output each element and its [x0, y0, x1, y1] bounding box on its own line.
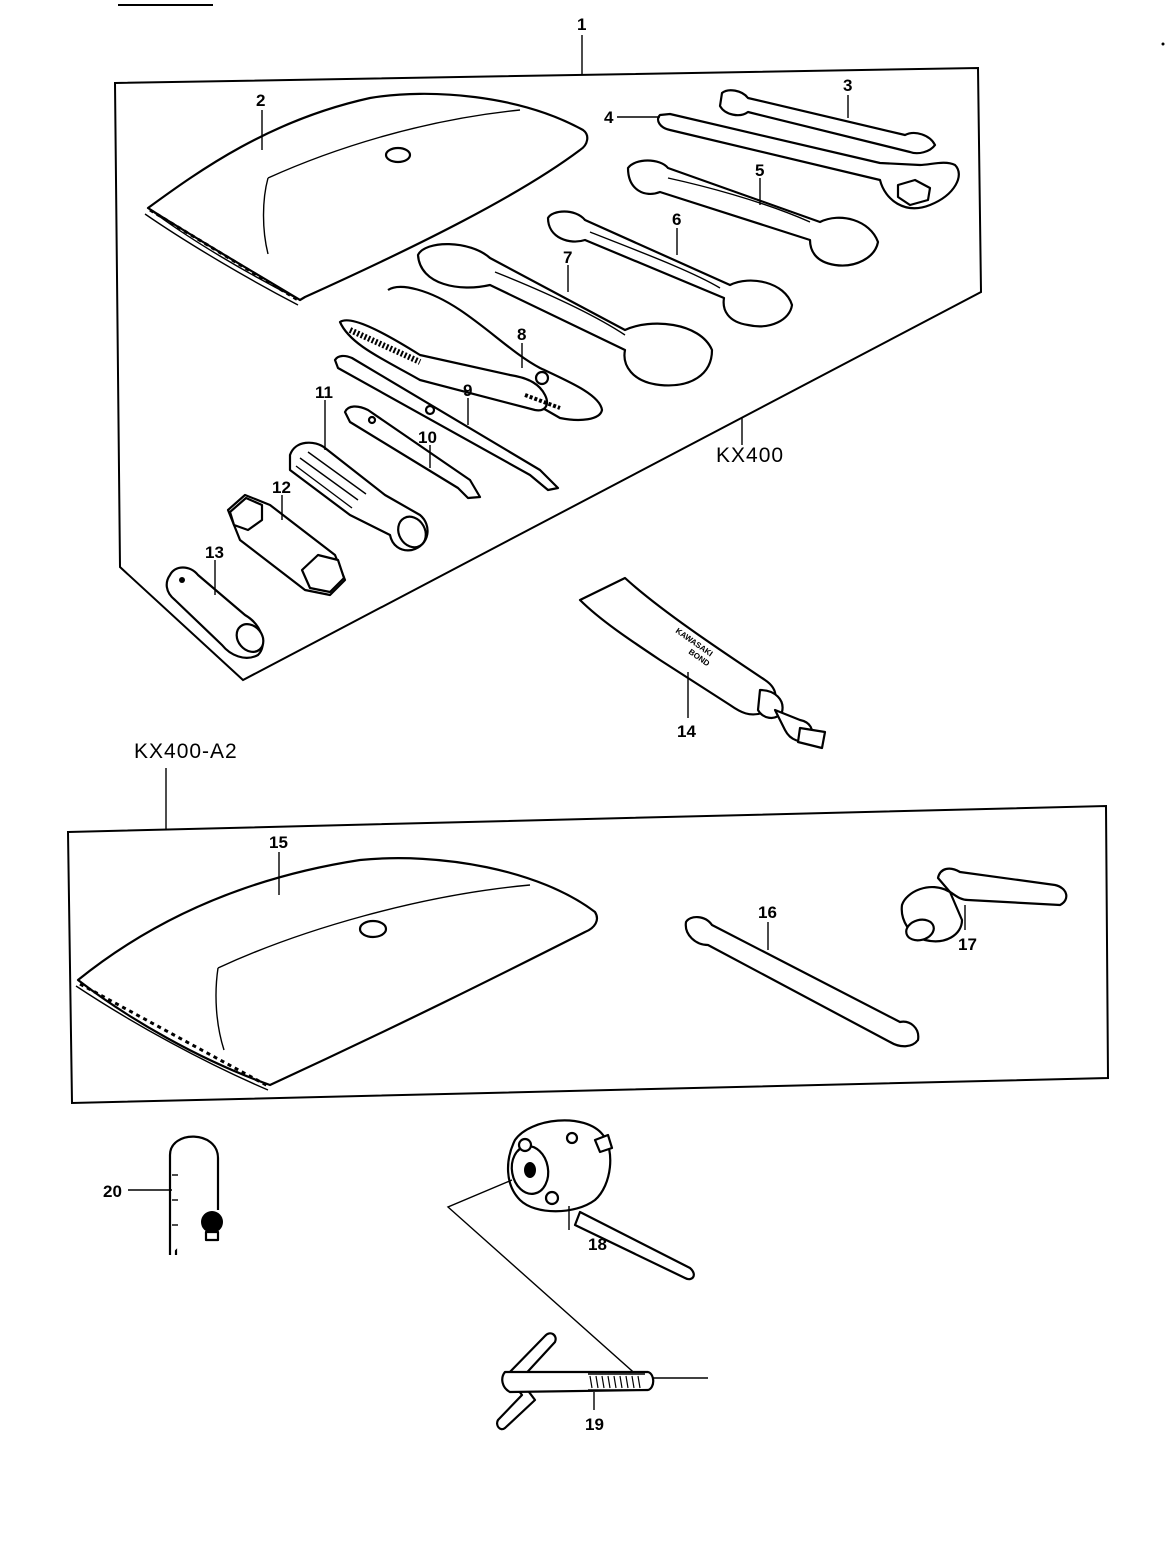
callout-12: 12: [272, 478, 291, 497]
bolt-19: [496, 1332, 655, 1431]
screwdriver-9: [333, 354, 560, 492]
callout-20: 20: [103, 1182, 122, 1201]
flywheel-puller-18: [506, 1119, 695, 1281]
bracket-18-19: [446, 1179, 708, 1379]
corner-mark: [1161, 42, 1165, 46]
pliers-8: [338, 285, 604, 421]
wrench-5: [626, 159, 880, 267]
bond-tube-14: KAWASAKI BOND: [578, 576, 827, 750]
callout-14: 14: [677, 722, 696, 741]
wrench-6: [546, 210, 794, 328]
handle-11: [288, 441, 429, 552]
callout-18: 18: [588, 1235, 607, 1254]
callout-11: 11: [315, 383, 333, 402]
callout-3: 3: [843, 76, 852, 95]
callout-15: 15: [269, 833, 288, 852]
kx400-group-outline: [113, 66, 983, 682]
wrench-3: [718, 89, 937, 155]
wrench-4: [656, 112, 960, 210]
tool-bag-15: [75, 857, 599, 1091]
wrench-16: [684, 916, 920, 1048]
callout-6: 6: [672, 210, 681, 229]
callout-16: 16: [758, 903, 777, 922]
screwdriver-10: [343, 405, 482, 500]
callout-8: 8: [517, 325, 526, 344]
callout-4: 4: [604, 108, 614, 127]
kx400-a2-group-outline: [66, 804, 1110, 1105]
callout-13: 13: [205, 543, 224, 562]
callout-2: 2: [256, 91, 265, 110]
tool-bag: [144, 92, 589, 306]
gauge-20: [168, 1135, 223, 1255]
callout-17: 17: [958, 935, 977, 954]
socket-wrench-17: [900, 867, 1068, 943]
callout-10: 10: [418, 428, 437, 447]
callout-19: 19: [585, 1415, 604, 1434]
kx400-label: KX400: [716, 444, 784, 467]
callout-7: 7: [563, 248, 572, 267]
socket-13: [165, 566, 265, 659]
callout-9: 9: [463, 381, 472, 400]
wrench-7: [416, 243, 714, 387]
kx400-a2-label: KX400-A2: [134, 740, 238, 763]
callout-1: 1: [577, 15, 586, 34]
box-wrench-12: [226, 493, 347, 597]
callout-5: 5: [755, 161, 764, 180]
